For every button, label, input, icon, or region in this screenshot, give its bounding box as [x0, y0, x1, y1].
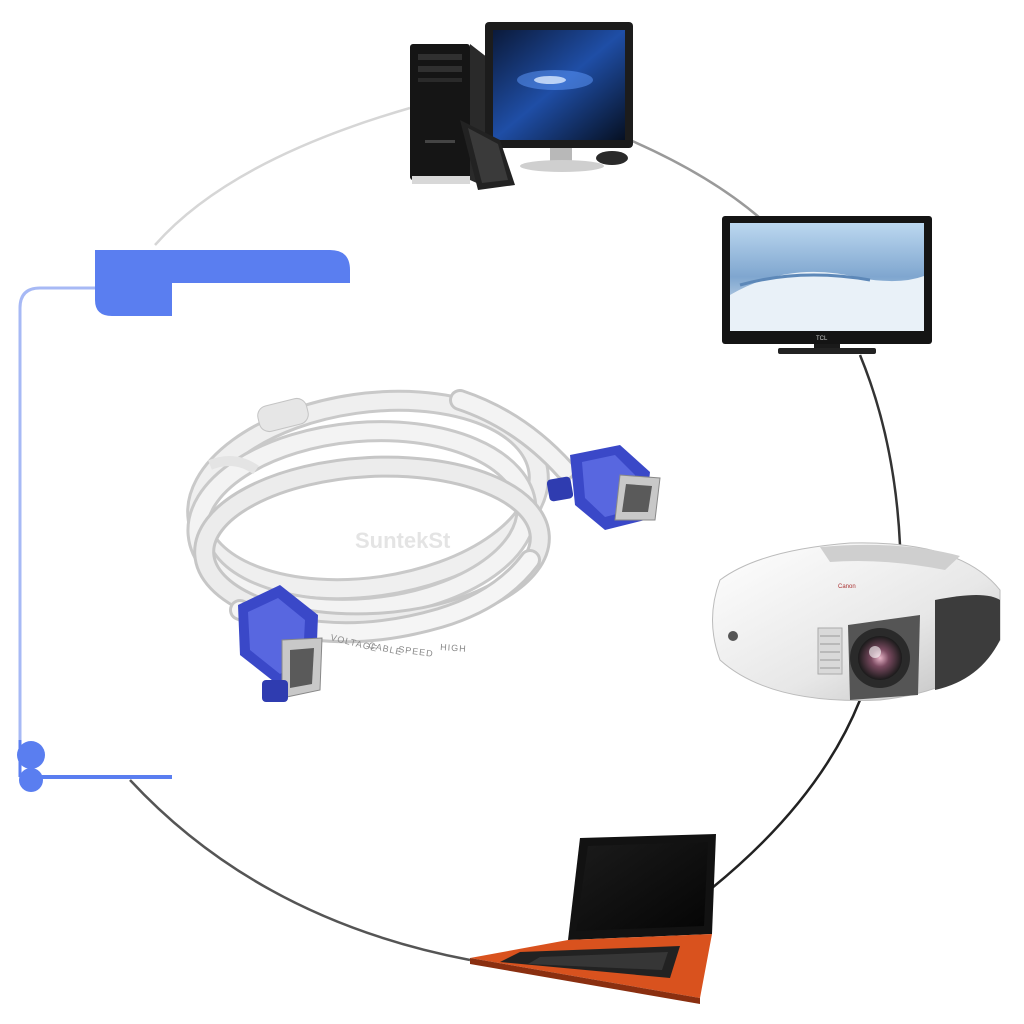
cable-print-speed: SPEED — [398, 644, 435, 659]
vga-connector-right — [546, 445, 661, 530]
vga-cable-image: VOLTAGE CABLE SPEED HIGH — [186, 389, 661, 702]
projector-image: Canon — [712, 542, 1001, 701]
laptop-image — [470, 834, 716, 1004]
watermark: SuntekSt — [355, 528, 451, 553]
cable-print-high: HIGH — [440, 642, 467, 654]
connection-ring — [129, 106, 902, 962]
projector-brand-logo: Canon — [838, 584, 856, 590]
lcd-tv-image: TCL — [722, 216, 932, 354]
tv-brand-logo: TCL — [816, 336, 828, 342]
vga-connector-left — [238, 585, 323, 702]
desktop-computer-image — [410, 22, 633, 190]
accent-bracket — [17, 250, 350, 792]
